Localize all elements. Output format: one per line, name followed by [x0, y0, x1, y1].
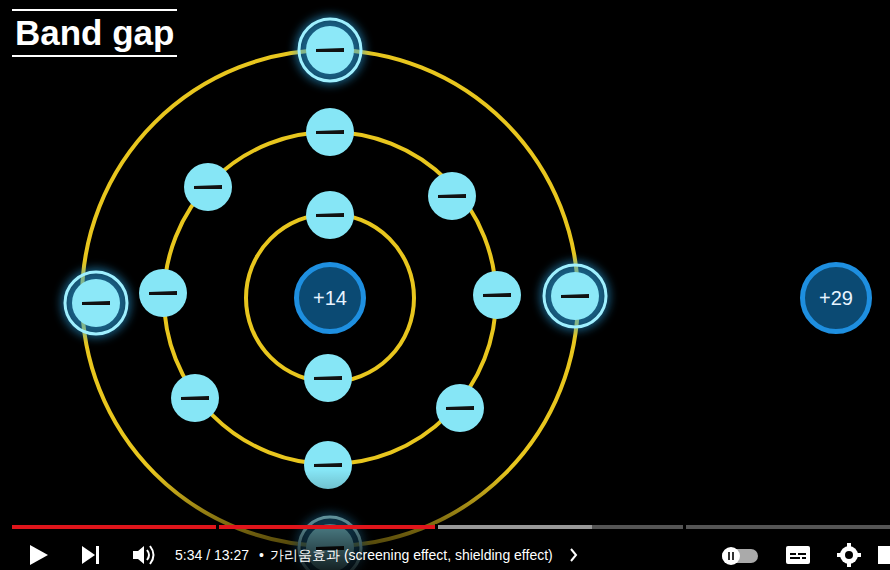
- separator-dot: •: [259, 547, 264, 563]
- nucleus-charge: +14: [313, 287, 347, 310]
- time-display: 5:34 / 13:27: [175, 547, 249, 563]
- control-shade: [0, 470, 890, 570]
- nucleus-charge: +29: [819, 287, 853, 310]
- player-controls: [30, 543, 890, 567]
- nucleus-circle: +14: [294, 262, 366, 334]
- nucleus-circle: +29: [800, 262, 872, 334]
- progress-bar: [12, 524, 890, 530]
- diagram-title: Band gap: [12, 9, 177, 57]
- chapter-title: 가리움효과 (screening effect, shielding effec…: [270, 547, 553, 565]
